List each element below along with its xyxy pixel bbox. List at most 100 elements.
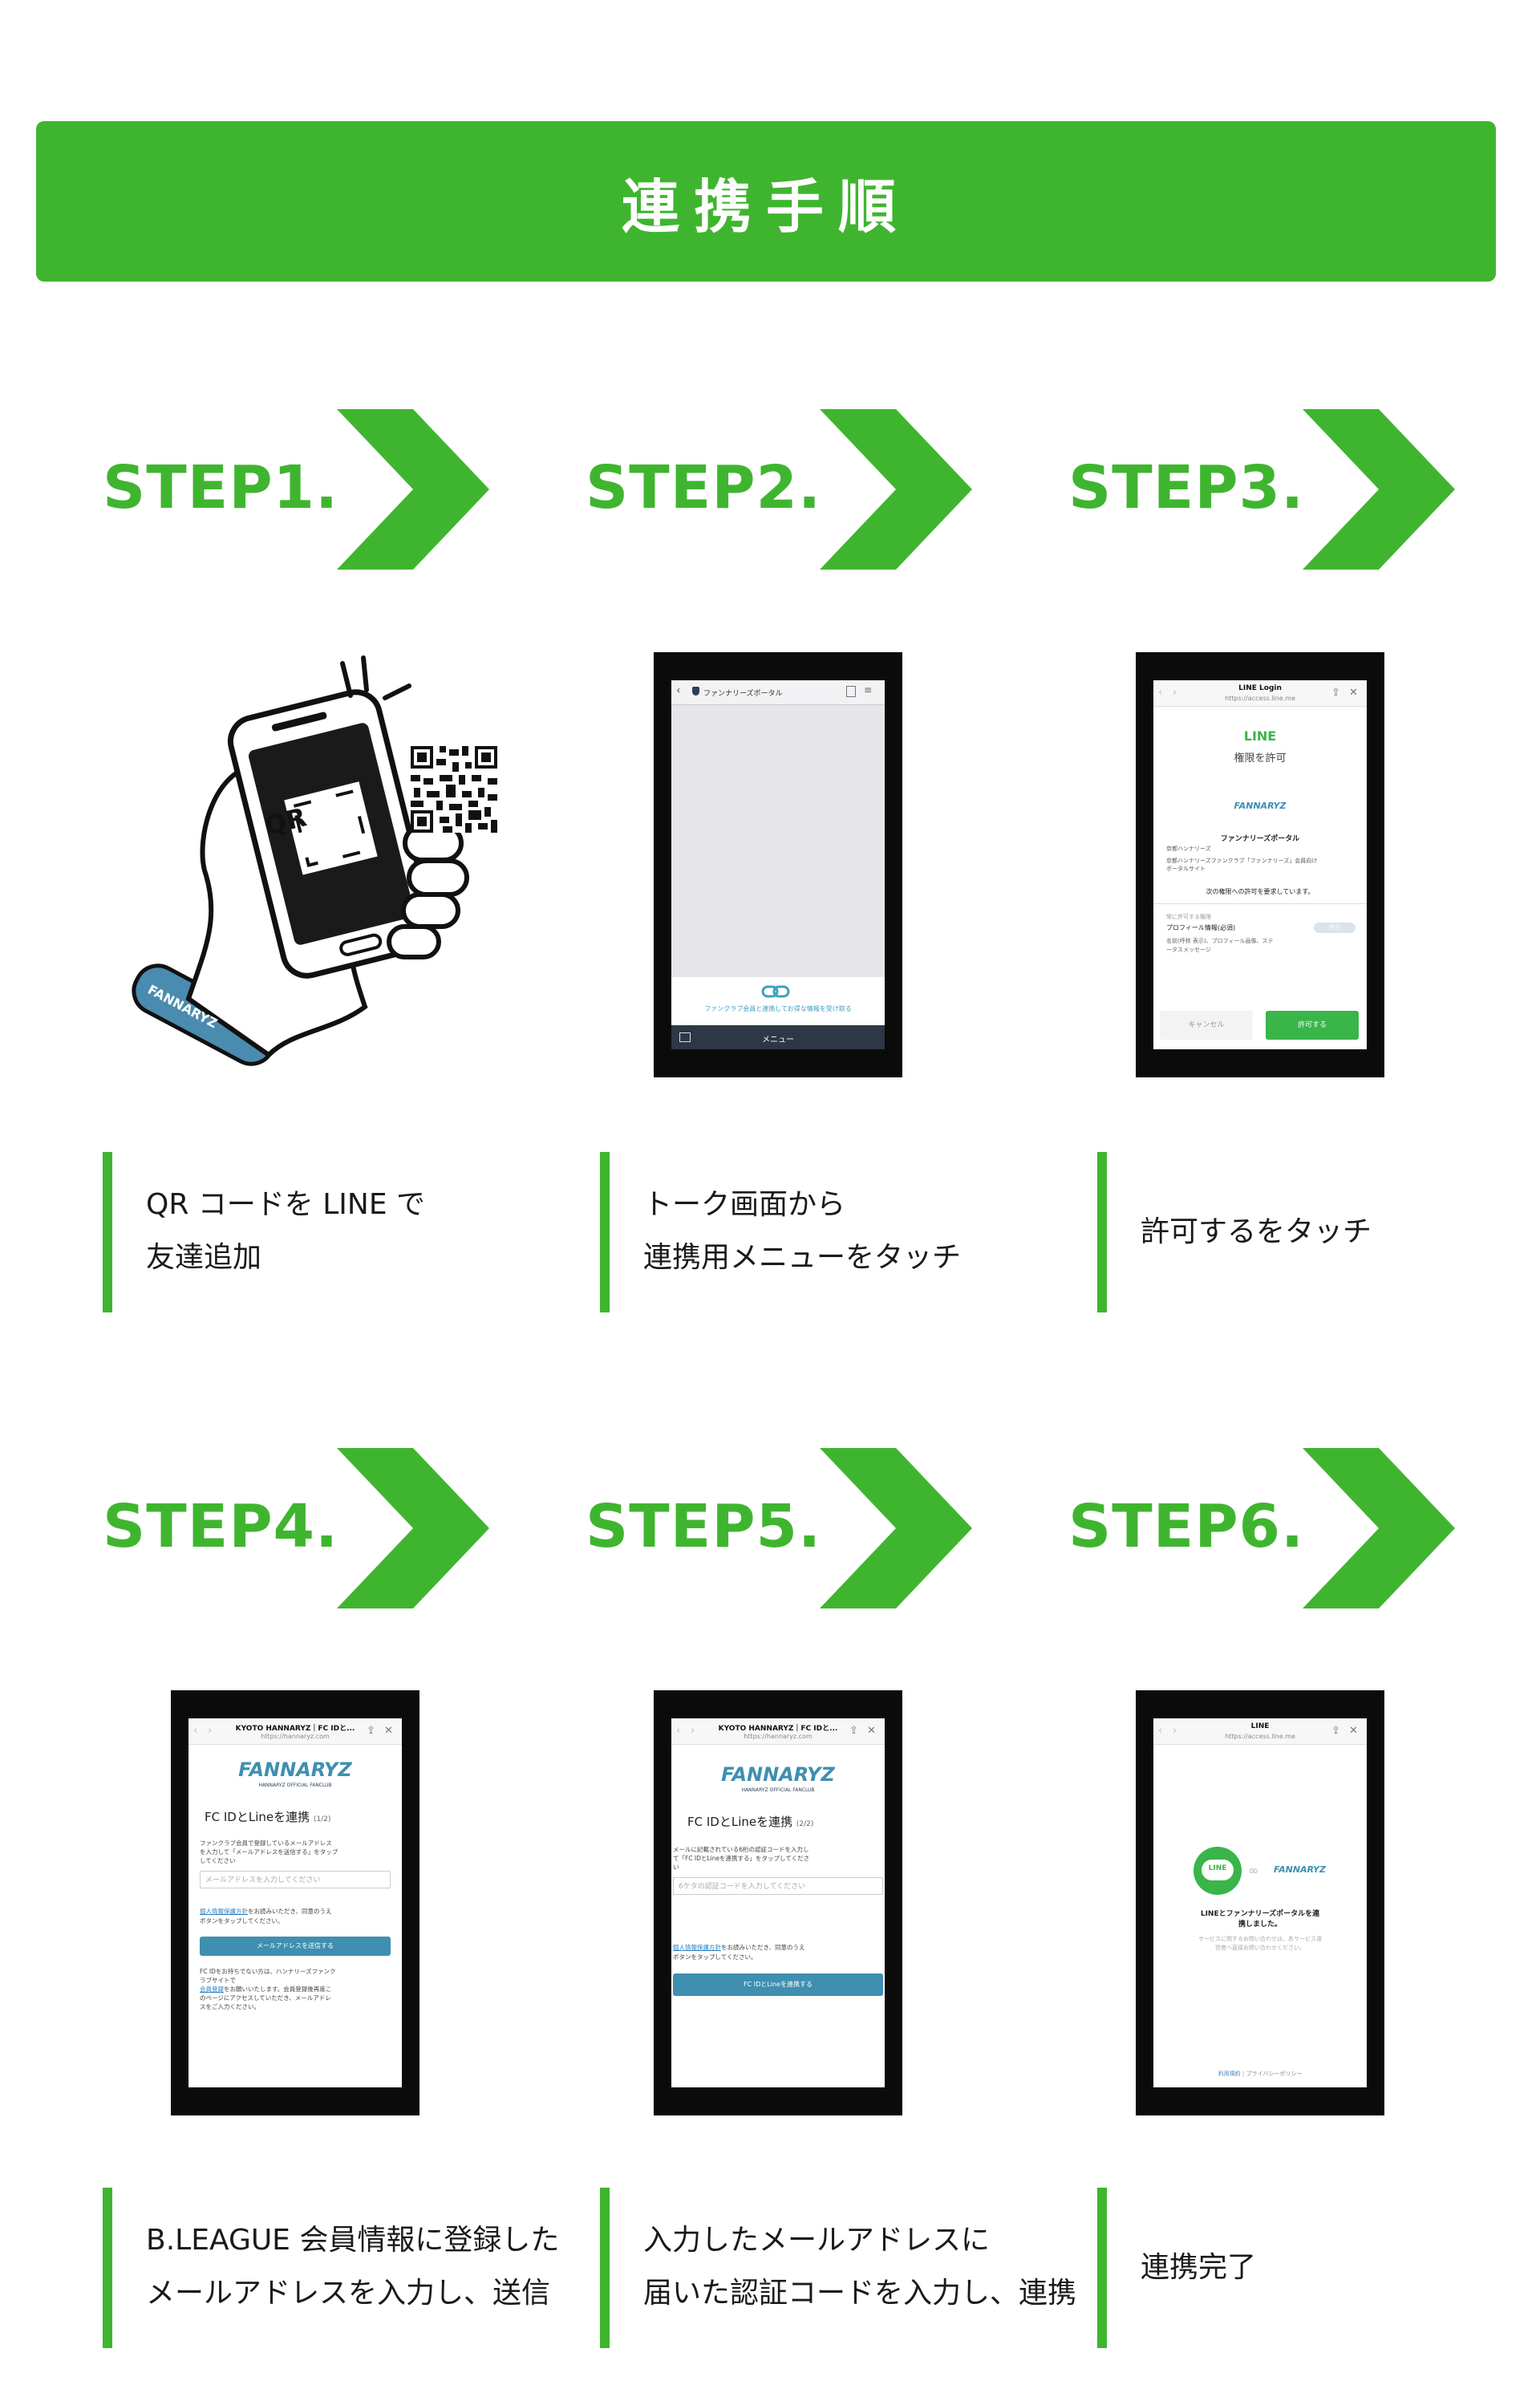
chat-header: ‹ ファンナリーズポータル ≡	[671, 680, 885, 705]
step-5-desc-line1: 入力したメールアドレスに	[643, 2224, 991, 2257]
page-title: FC IDとLineを連携 (1/2)	[205, 1808, 330, 1825]
step-2-phone: ‹ ファンナリーズポータル ≡ ファンクラブ会員と連携してお得な情報を受け取る …	[654, 652, 902, 1077]
step-5-description: 入力したメールアドレスに 届いた認証コードを入力し、連携	[600, 2188, 1076, 2348]
rich-menu-link-text[interactable]: ファンクラブ会員と連携してお得な情報を受け取る	[704, 1005, 852, 1012]
forward-icon[interactable]: ›	[691, 1725, 695, 1737]
banner-title: 連携手順	[621, 172, 910, 241]
cancel-button[interactable]: キャンセル	[1160, 1011, 1253, 1040]
permission-notice: 次の権限への許可を要求しています。	[1206, 888, 1315, 895]
forward-icon[interactable]: ›	[208, 1725, 213, 1737]
profile-desc-2: ータスメッセージ	[1166, 947, 1211, 953]
browser-header: ‹ › LINE https://access.line.me ⇪ ✕	[1153, 1718, 1367, 1745]
back-icon[interactable]: ‹	[676, 1725, 681, 1737]
title-banner: 連携手順	[36, 121, 1496, 282]
qr-code-icon	[411, 746, 497, 833]
email-input[interactable]: メールアドレスを入力してください	[200, 1871, 391, 1888]
instruction-1: ファンクラブ会員で登録しているメールアドレス	[200, 1839, 332, 1847]
step-6-description: 連携完了	[1097, 2188, 1256, 2348]
step-1-desc-line1: QR コードを LINE で	[146, 1188, 426, 1221]
close-icon[interactable]: ✕	[1349, 1725, 1358, 1737]
privacy-link[interactable]: プライバシーポリシー	[1246, 2071, 1303, 2077]
privacy-policy-link[interactable]: 個人情報保護方針	[200, 1908, 248, 1915]
permission-toggle[interactable]: 許可	[1314, 923, 1356, 933]
step-3-screen: ‹ › LINE Login https://access.line.me ⇪ …	[1153, 680, 1367, 1049]
rich-menu[interactable]: ファンクラブ会員と連携してお得な情報を受け取る	[671, 977, 885, 1025]
page-title-step: (1/2)	[313, 1815, 331, 1823]
instruction-2: を入力して「メールアドレスを送信する」をタップ	[200, 1848, 338, 1856]
back-icon[interactable]: ‹	[193, 1725, 198, 1737]
note-2: ラブサイトで	[200, 1977, 236, 1984]
close-icon[interactable]: ✕	[867, 1725, 876, 1737]
link-account-button[interactable]: FC IDとLineを連携する	[673, 1973, 883, 1996]
send-email-button[interactable]: メールアドレスを送信する	[200, 1937, 391, 1956]
chevron-right-icon	[820, 409, 972, 570]
instruction-1: メールに記載されている6桁の認証コードを入力し	[673, 1846, 809, 1853]
share-icon[interactable]: ⇪	[849, 1725, 858, 1737]
close-icon[interactable]: ✕	[384, 1725, 393, 1737]
back-icon[interactable]: ‹	[1158, 687, 1163, 699]
permission-title: 権限を許可	[1234, 752, 1287, 765]
step-5-phone: ‹ › KYOTO HANNARYZ｜FC IDと... https://han…	[654, 1690, 902, 2115]
forward-icon[interactable]: ›	[1173, 687, 1177, 699]
step-1-description: QR コードを LINE で 友達追加	[103, 1152, 425, 1312]
chevron-right-icon	[337, 1448, 489, 1608]
share-icon[interactable]: ⇪	[367, 1725, 375, 1737]
terms-link[interactable]: 利用規約	[1218, 2071, 1241, 2077]
page-title-text: FC IDとLineを連携	[205, 1810, 310, 1824]
qr-code-image[interactable]	[411, 746, 497, 833]
notes-icon[interactable]	[846, 686, 856, 697]
step-5-label: STEP5.	[586, 1492, 822, 1561]
back-icon[interactable]: ‹	[1158, 1725, 1163, 1737]
privacy-text-2: ボタンをタップしてください。	[200, 1917, 284, 1925]
fannaryz-logo: FANNARYZ	[721, 1763, 835, 1786]
auth-code-input[interactable]: 6ケタの認証コードを入力してください	[673, 1877, 883, 1895]
step-2-desc-line1: トーク画面から	[643, 1188, 846, 1221]
step-4-phone: ‹ › KYOTO HANNARYZ｜FC IDと... https://han…	[171, 1690, 419, 2115]
menu-bar[interactable]: メニュー	[671, 1025, 885, 1049]
fannaryz-logo-sub: HANNARYZ OFFICIAL FANCLUB	[258, 1783, 332, 1788]
keyboard-icon[interactable]	[679, 1032, 691, 1042]
step-1-illustration: QR FANNARYZ	[108, 654, 525, 1071]
app-desc-2: ポータルサイト	[1166, 866, 1206, 872]
link-chain-icon: ∞	[1248, 1863, 1259, 1878]
allow-button[interactable]: 許可する	[1266, 1011, 1359, 1040]
page-title-text: FC IDとLineを連携	[687, 1815, 793, 1829]
instruction-3: い	[673, 1864, 679, 1871]
link-icon	[761, 985, 790, 998]
line-logo: LINE	[1243, 728, 1277, 744]
line-app-icon-bubble	[1202, 1860, 1234, 1880]
privacy-text-2: ボタンをタップしてください。	[673, 1953, 757, 1961]
browser-url: https://access.line.me	[1225, 695, 1295, 702]
provider-name: 京都ハンナリーズ	[1166, 846, 1211, 852]
profile-permission-label: プロフィール情報(必須)	[1166, 924, 1236, 931]
done-message-2: 携しました。	[1238, 1921, 1282, 1929]
step-4-screen: ‹ › KYOTO HANNARYZ｜FC IDと... https://han…	[188, 1718, 402, 2087]
member-register-link[interactable]: 会員登録	[200, 1986, 224, 1993]
share-icon[interactable]: ⇪	[1331, 1725, 1340, 1737]
footer-separator: |	[1242, 2071, 1246, 2077]
step-3-phone: ‹ › LINE Login https://access.line.me ⇪ …	[1136, 652, 1384, 1077]
step-6-phone: ‹ › LINE https://access.line.me ⇪ ✕ LINE…	[1136, 1690, 1384, 2115]
step-6-label: STEP6.	[1068, 1492, 1305, 1561]
forward-icon[interactable]: ›	[1173, 1725, 1177, 1737]
fannaryz-logo: FANNARYZ	[238, 1758, 352, 1781]
note-1: FC IDをお持ちでない方は、ハンナリーズファンク	[200, 1968, 336, 1975]
privacy-text-1: 個人情報保護方針をお読みいただき、同意のうえ	[673, 1943, 804, 1952]
step-6-screen: ‹ › LINE https://access.line.me ⇪ ✕ LINE…	[1153, 1718, 1367, 2087]
share-icon[interactable]: ⇪	[1331, 687, 1340, 699]
close-icon[interactable]: ✕	[1349, 687, 1358, 699]
browser-header: ‹ › KYOTO HANNARYZ｜FC IDと... https://han…	[188, 1718, 402, 1745]
fannaryz-logo: FANNARYZ	[1234, 801, 1287, 811]
step-6-header: STEP6.	[1068, 1448, 1485, 1616]
step-4-label: STEP4.	[103, 1492, 339, 1561]
step-1-label: STEP1.	[103, 453, 339, 522]
instruction-2: て「FC IDとLineを連携する」をタップしてくださ	[673, 1855, 810, 1862]
chat-title: ファンナリーズポータル	[703, 690, 783, 698]
page-title: FC IDとLineを連携 (2/2)	[687, 1813, 813, 1830]
menu-icon[interactable]: ≡	[864, 684, 873, 696]
menu-toggle[interactable]: メニュー	[762, 1036, 794, 1044]
back-icon[interactable]: ‹	[676, 684, 681, 697]
step-1-header: STEP1.	[103, 409, 520, 578]
privacy-policy-link[interactable]: 個人情報保護方針	[673, 1944, 721, 1951]
support-note-2: 営者へ直接お問い合わせください。	[1215, 1945, 1305, 1951]
